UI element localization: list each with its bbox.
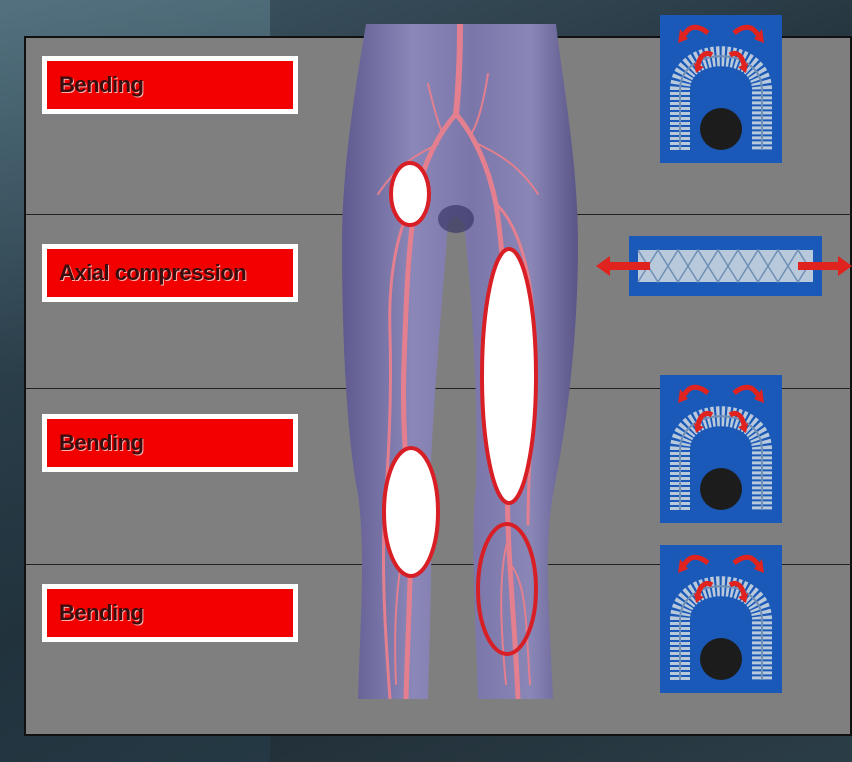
lesion-marker-superficial-femoral — [482, 249, 536, 503]
legs-silhouette — [342, 24, 578, 699]
vessel-cross-section — [700, 108, 742, 150]
stent-bending-icon — [660, 375, 782, 523]
lesion-marker-popliteal — [384, 448, 438, 576]
row-label: Bending — [47, 589, 293, 637]
lesion-marker-common-femoral — [391, 163, 429, 225]
label-bending-3: Bending — [42, 584, 298, 642]
label-axial-compression: Axial compression — [42, 244, 298, 302]
row-label: Axial compression — [47, 249, 293, 297]
label-bending-1: Bending — [42, 56, 298, 114]
stent-bending-icon — [660, 15, 782, 163]
stent-bending-icon — [660, 545, 782, 693]
stent-axial-compression-icon — [596, 236, 852, 296]
legs-shadow — [438, 205, 474, 233]
leg-arteries-illustration — [338, 24, 588, 699]
vessel-cross-section — [700, 468, 742, 510]
row-label: Bending — [47, 419, 293, 467]
label-bending-2: Bending — [42, 414, 298, 472]
row-label: Bending — [47, 61, 293, 109]
vessel-cross-section — [700, 638, 742, 680]
